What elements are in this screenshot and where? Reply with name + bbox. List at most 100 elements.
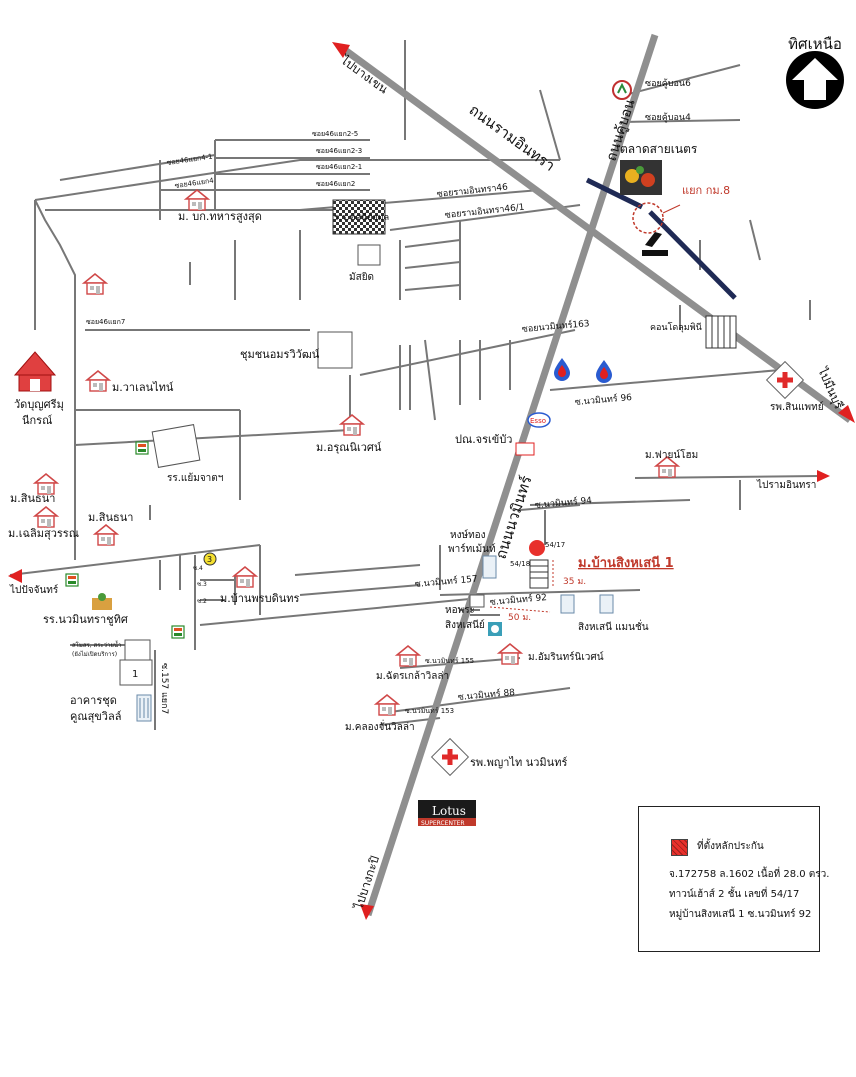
badge-3-label: 3 xyxy=(207,555,212,564)
legend-line-3: หมู่บ้านสิงหเสนี 1 ซ.นวมินทร์ 92 xyxy=(669,909,812,920)
soi-khubon6-label: ซอยคู้บอน6 xyxy=(645,78,691,89)
house-sintana2-icon xyxy=(94,524,118,546)
sintana1-label: ม.สินธนา xyxy=(10,492,55,505)
mosque-label: มัสยิด xyxy=(349,272,374,283)
box-1-label: 1 xyxy=(132,669,138,680)
junction-label: แยก กม.8 xyxy=(682,184,730,197)
house-amarin-icon xyxy=(498,643,522,665)
apartment-label: พาร์ทเม้นท์ xyxy=(448,543,496,555)
paradise-label: ม.บ้านพรบดินทร xyxy=(220,592,299,605)
soi-naw88-label: ซ.นวมินทร์ 88 xyxy=(457,686,515,703)
community-label: ชุมชนอมรวิวัฒน์ xyxy=(240,348,320,361)
ramintra-road-label: ถนนรามอินทรา xyxy=(466,101,559,175)
dorm-label-1: หอพระ xyxy=(445,605,475,616)
amarin-label: ม.อัมรินทร์นิเวศน์ xyxy=(528,651,604,663)
north-label: ทิศเหนือ xyxy=(788,35,842,53)
dist-50-label: 50 ม. xyxy=(508,613,531,623)
house-sintana1-icon xyxy=(34,473,58,495)
esso-label: Esso xyxy=(530,417,546,425)
khun-label-1: อาคารชุด xyxy=(70,694,117,707)
arunniwet-label: ม.อรุณนิเวศน์ xyxy=(316,441,382,454)
nawamin-school-label: รร.นวมินทราชูทิศ xyxy=(43,613,128,626)
nawamin-school-icon xyxy=(92,593,112,610)
to-ramintra-label: ไปรามอินทรา xyxy=(756,479,816,491)
house-bokor-icon xyxy=(185,189,209,211)
arrow-bangkhen-icon xyxy=(332,42,350,58)
soi-4-label: ซ.4 xyxy=(193,565,203,572)
legend-line-1: จ.172758 ล.1602 เนื้อที่ 28.0 ตรว. xyxy=(669,869,830,880)
legend-title: ที่ตั้งหลักประกัน xyxy=(697,841,764,852)
condo-label: คอนโดลุมพินี xyxy=(650,322,702,333)
seven-eleven-1-icon xyxy=(135,441,149,455)
seven-eleven-3-icon xyxy=(171,625,185,639)
dorm-building xyxy=(469,594,485,608)
chaloem-label: ม.เฉลิมสุวรรณ xyxy=(8,527,79,540)
soi-46-2-3-label: ซอย46แยก2-3 xyxy=(316,147,362,155)
yaemchat-building xyxy=(151,424,201,468)
soi-46-2-label: ซอย46แยก2 xyxy=(316,180,355,188)
temple-label-2: นีกรณ์ xyxy=(22,414,52,427)
water-icon xyxy=(488,622,502,636)
soi-46-7-label: ซอย46แยก7 xyxy=(86,318,125,326)
house-chaloem-icon xyxy=(34,506,58,528)
hospital-phyathai-icon xyxy=(431,738,469,776)
mosque-building xyxy=(357,244,381,266)
arrow-minburi-icon xyxy=(838,405,855,423)
arrow-bangkapi-icon xyxy=(360,904,374,920)
club-note-2: (ยังไม่เปิดบริการ) xyxy=(72,650,117,658)
valentine-label: ม.วาเลนไทน์ xyxy=(112,381,174,394)
market-icon xyxy=(620,160,662,195)
dist-35-label: 35 ม. xyxy=(563,577,586,587)
temple-label-1: วัดบุญศรีมุ xyxy=(14,398,64,411)
hongthong-building-icon xyxy=(482,555,497,579)
junction-pointer xyxy=(662,204,681,214)
bokor-label: ม. บก.ทหารสูงสุด xyxy=(178,210,262,223)
nawamin-road xyxy=(364,33,659,917)
soi-46-4-1-label: ซอย46แยก4-1 xyxy=(166,153,213,167)
gas-pump-2-icon xyxy=(596,360,612,383)
highlight-road-lower xyxy=(648,210,737,300)
highlight-road-upper xyxy=(585,177,644,210)
soi-naw96-label: ซ.นวมินทร์ 96 xyxy=(574,391,632,408)
house-1-icon xyxy=(83,273,107,295)
community-building xyxy=(317,331,353,369)
sintana2-label: ม.สินธนา xyxy=(88,511,133,524)
arrow-ramintra-icon xyxy=(817,470,830,482)
hospital-sinphat-label: รพ.สินแพทย์ xyxy=(770,401,824,413)
school-box-label: ร.ร.ทัศนีย์ยมล xyxy=(334,211,389,223)
junction-marker xyxy=(632,202,664,234)
school-building xyxy=(332,199,386,235)
target-marker-icon xyxy=(529,540,549,589)
lotus-logo-bar xyxy=(418,818,476,826)
house-valentine-icon xyxy=(86,370,110,392)
temple-icon xyxy=(13,351,57,392)
address-5418-label: 54/18 xyxy=(510,560,530,568)
seven-eleven-2-icon xyxy=(65,573,79,587)
house-arun-icon xyxy=(340,414,364,436)
mansion-label: สิงหเสนี แมนชั่น xyxy=(578,619,649,633)
lotus-sub-label: SUPERCENTER xyxy=(421,820,465,827)
khun-label-2: คูณสุขวิลล์ xyxy=(70,710,121,723)
legend-box: ที่ตั้งหลักประกัน จ.172758 ล.1602 เนื้อท… xyxy=(638,806,829,952)
north-arrow-icon xyxy=(786,51,844,109)
house-khlong-icon xyxy=(375,694,399,716)
yaemchat-label: รร.แย้มจาตฯ xyxy=(167,472,223,484)
post-office-icon xyxy=(515,442,535,456)
gas-pump-1-icon xyxy=(554,358,570,381)
dorm-label-2: สิงหเสนีย์ xyxy=(445,619,485,631)
house-paradise-icon xyxy=(233,566,257,588)
club-note-1: สโมสร, สระว่ายน้ำ xyxy=(72,639,121,649)
arrow-prachan-icon xyxy=(8,569,22,583)
soi-46-2-1-label: ซอย46แยก2-1 xyxy=(316,163,362,171)
soi-naw94-label: ซ.นวมินทร์ 94 xyxy=(534,494,592,511)
mansion-building-icon xyxy=(560,594,614,614)
fashion-label: ม.ฟายน์โฮม xyxy=(645,448,698,461)
khlong-label: ม.คลองจั่นวิลล่า xyxy=(345,719,415,733)
soi-2-label: ซ.2 xyxy=(197,598,207,605)
soi-157-7-label: ซ.157 แยก7 xyxy=(159,663,169,714)
legend-line-2: ทาวน์เฮ้าส์ 2 ชั้น เลขที่ 54/17 xyxy=(669,889,800,900)
chatkla-label: ม.ฉัตรเกล้าวิลล่า xyxy=(376,670,449,682)
dist-50-line xyxy=(489,606,551,613)
market-label: ตลาดสายเนตร xyxy=(620,142,698,156)
soi-khubon4-label: ซอยคู้บอน4 xyxy=(645,112,691,123)
